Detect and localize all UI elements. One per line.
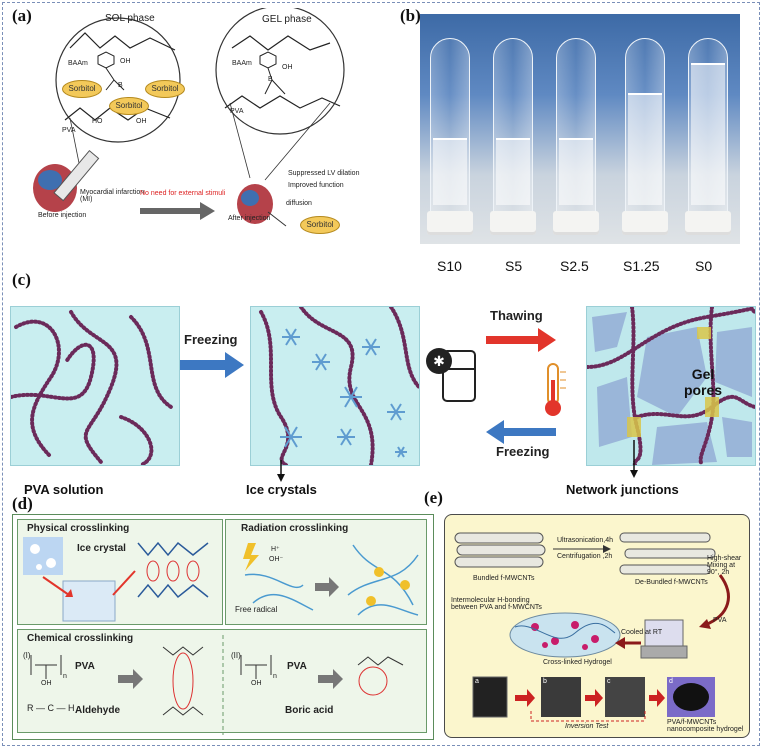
- pva-label-e: PVA: [713, 617, 727, 624]
- aldehyde-formula: R — C — H: [27, 703, 75, 713]
- mi-label: Myocardial infarction (MI): [80, 189, 145, 203]
- boric-acid-label: Boric acid: [285, 705, 334, 716]
- sorbitol-1: Sorbitol: [62, 80, 102, 98]
- photo-d-label: d: [669, 678, 673, 685]
- high-shear-label: High-shear Mixing at 90°, 2h: [707, 555, 742, 576]
- centrifugation-label: Centrifugation ,2h: [557, 553, 613, 560]
- suppressed-label: Suppressed LV dilation: [288, 170, 360, 177]
- pva-label-2: PVA: [230, 108, 244, 115]
- thawing-label: Thawing: [490, 308, 543, 323]
- ice-pointer: [277, 460, 285, 482]
- vial-label-s2-5: S2.5: [560, 258, 589, 274]
- pva-solution-box: [9, 306, 180, 467]
- network-junctions-label: Network junctions: [566, 482, 679, 497]
- physical-title: Physical crosslinking: [27, 523, 130, 534]
- oh-d2: OH: [251, 680, 262, 687]
- oh-label-2: OH: [282, 64, 293, 71]
- ice-crystal-label: Ice crystal: [77, 543, 126, 554]
- inversion-test-label: Inversion Test: [565, 723, 609, 730]
- freezing-arrow-2: [486, 420, 556, 444]
- ice-crystals-label: Ice crystals: [246, 482, 317, 497]
- vial-label-s10: S10: [437, 258, 462, 274]
- gel-phase-label: GEL phase: [262, 14, 312, 25]
- vial-label-s1-25: S1.25: [623, 258, 660, 274]
- oh-minus-label: OH⁻: [269, 556, 284, 563]
- b-label-2: B: [268, 76, 273, 83]
- vial-s2-5: [553, 38, 599, 235]
- panel-label-c: (c): [12, 270, 31, 289]
- hbond-label: Intermolecular H-bonding between PVA and…: [451, 597, 542, 611]
- improved-label: Improved function: [288, 182, 344, 189]
- n-subscript-1: n: [63, 673, 67, 680]
- oh-d1: OH: [41, 680, 52, 687]
- baam-label-2: BAAm: [232, 60, 252, 67]
- chemical-title: Chemical crosslinking: [27, 633, 134, 644]
- vial-s5: [490, 38, 536, 235]
- no-stimuli-label: No need for external stimuli: [140, 190, 226, 197]
- hydrogel-synthesis-box: Ultrasonication,4h Centrifugation ,2h Bu…: [444, 514, 750, 738]
- sorbitol-diffused: Sorbitol: [300, 216, 340, 234]
- thermometer-icon: [545, 363, 566, 416]
- h-plus-label: H⁺: [271, 546, 280, 553]
- b-label: B: [118, 82, 123, 89]
- junction-pointer: [630, 440, 638, 478]
- vial-s1-25: [622, 38, 668, 235]
- pva-label-d2: PVA: [287, 661, 307, 672]
- radiation-title: Radiation crosslinking: [241, 523, 349, 534]
- free-radical-label: Free radical: [235, 605, 278, 614]
- photo-a-label: a: [475, 678, 479, 685]
- network-junction-box: [585, 305, 757, 467]
- pva-solution-label: PVA solution: [24, 482, 104, 497]
- route-ii-label: (II): [231, 651, 241, 660]
- vials-photo: [420, 14, 740, 244]
- route-i-label: (I): [23, 651, 31, 660]
- panel-label-d: (d): [12, 494, 33, 513]
- panel-a-diagram: [33, 8, 345, 227]
- ultrasonication-label: Ultrasonication,4h: [557, 537, 614, 544]
- aldehyde-label: Aldehyde: [75, 705, 121, 716]
- panel-label-a: (a): [12, 6, 32, 25]
- thawing-arrow: [486, 328, 556, 352]
- vial-s0: [685, 38, 731, 235]
- sorbitol-2: Sorbitol: [109, 97, 149, 115]
- diffusion-label: diffusion: [286, 200, 312, 207]
- panel-label-b: (b): [400, 6, 421, 25]
- fridge-icon: ✱: [426, 348, 476, 402]
- oh-label: OH: [120, 58, 131, 65]
- svg-text:✱: ✱: [433, 353, 445, 369]
- nanocomposite-label: PVA/f-MWCNTs nanocomposite hydrogel: [667, 719, 744, 733]
- pva-label: PVA: [62, 127, 76, 134]
- vial-label-s0: S0: [695, 258, 713, 274]
- oh-label-3: OH: [136, 118, 147, 125]
- vial-s10: [427, 38, 473, 235]
- vial-label-s5: S5: [505, 258, 523, 274]
- crosslinking-box: Physical crosslinking Ice crystal Radiat…: [12, 514, 434, 740]
- freezing-arrow-1: [180, 352, 244, 378]
- ice-crystals-box: [250, 305, 421, 467]
- freezing-label-1: Freezing: [184, 332, 238, 347]
- freezing-label-2: Freezing: [496, 444, 550, 459]
- photo-b-label: b: [543, 678, 547, 685]
- gel-pores-label: Gel pores: [683, 366, 723, 398]
- sol-phase-label: SOL phase: [105, 13, 155, 24]
- ho-label: HO: [92, 118, 103, 125]
- baam-label: BAAm: [68, 60, 88, 67]
- before-injection-label: Before injection: [38, 212, 87, 219]
- debundled-label: De-Bundled f-MWCNTs: [635, 579, 708, 586]
- pva-label-d1: PVA: [75, 661, 95, 672]
- bundled-label: Bundled f-MWCNTs: [473, 575, 535, 582]
- panel-label-e: (e): [424, 488, 443, 507]
- cooled-label: Cooled at RT: [621, 629, 663, 636]
- photo-c-label: c: [607, 678, 611, 685]
- crosslinked-label: Cross-linked Hydrogel: [543, 659, 612, 666]
- after-injection-label: After injection: [228, 215, 271, 222]
- n-subscript-2: n: [273, 673, 277, 680]
- sorbitol-3: Sorbitol: [145, 80, 185, 98]
